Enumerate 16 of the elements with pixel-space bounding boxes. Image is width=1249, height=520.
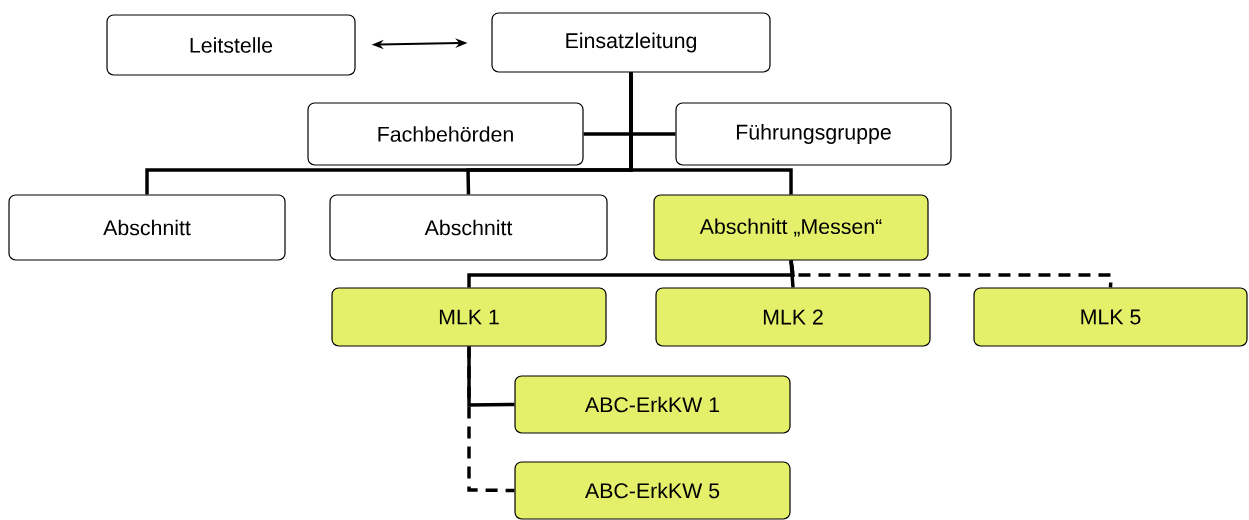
box: Leitstelle [106,14,356,76]
highlighted-box: Abschnitt „Messen“ [653,194,929,261]
box: Einsatzleitung [491,12,771,73]
highlighted-box: MLK 1 [331,287,607,347]
highlighted-box: ABC-ErkKW 1 [514,375,791,434]
box: Führungsgruppe [675,102,952,166]
dashed-connector-line [789,260,1113,288]
dashed-connector-line [467,346,515,493]
box: Abschnitt [329,194,608,261]
highlighted-box: ABC-ErkKW 5 [514,461,791,520]
highlighted-box: MLK 5 [973,287,1248,347]
connector-line [629,72,793,195]
box: Abschnitt [8,194,286,261]
box: Fachbehörden [307,102,584,166]
connector-line [789,260,795,288]
highlighted-box: MLK 2 [655,287,931,347]
